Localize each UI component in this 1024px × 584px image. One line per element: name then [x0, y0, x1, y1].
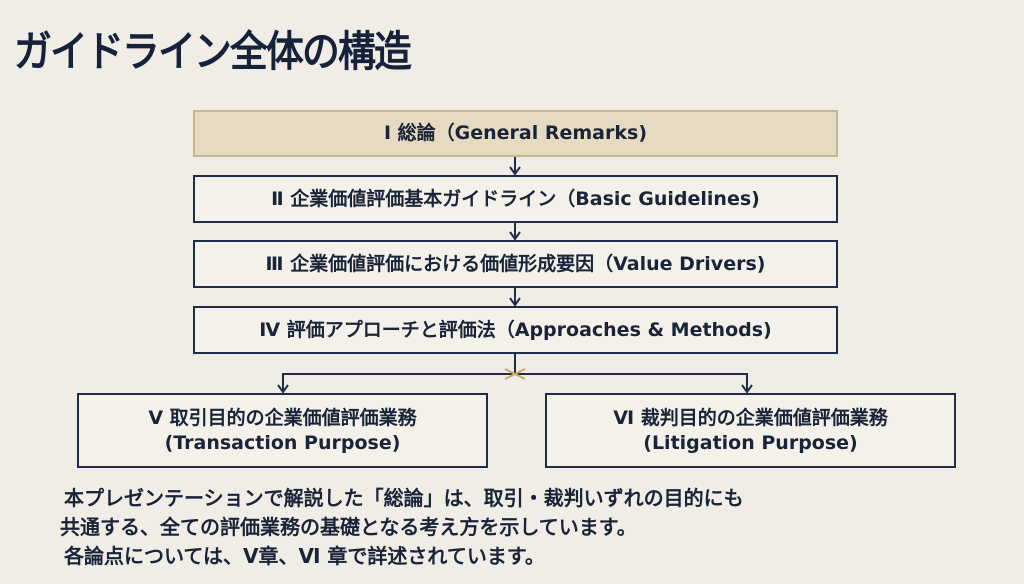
box-litigation-purpose: Ⅵ 裁判目的の企業価値評価業務 (Litigation Purpose) — [545, 393, 956, 468]
branch-line1: Ⅵ 裁判目的の企業価値評価業務 — [613, 406, 888, 429]
box-basic-guidelines: Ⅱ 企業価値評価基本ガイドライン（Basic Guidelines) — [193, 175, 838, 223]
page-title: ガイドライン全体の構造 — [14, 27, 412, 76]
summary-note: 本プレゼンテーションで解説した「総論」は、取引・裁判いずれの目的にも 共通する、… — [60, 484, 744, 571]
note-line: 本プレゼンテーションで解説した「総論」は、取引・裁判いずれの目的にも — [64, 486, 744, 510]
branch-line1: Ⅴ 取引目的の企業価値評価業務 — [148, 406, 417, 429]
branch-line2: (Litigation Purpose) — [643, 431, 858, 454]
box-transaction-purpose: Ⅴ 取引目的の企業価値評価業務 (Transaction Purpose) — [77, 393, 488, 468]
note-line: 各論点については、Ⅴ章、Ⅵ 章で詳述されています。 — [64, 544, 545, 568]
note-line: 共通する、全ての評価業務の基礎となる考え方を示しています。 — [60, 515, 637, 539]
box-general-remarks: Ⅰ 総論（General Remarks) — [193, 110, 838, 157]
box-approaches-methods: Ⅳ 評価アプローチと評価法（Approaches & Methods) — [193, 306, 838, 354]
branch-line2: (Transaction Purpose) — [164, 431, 401, 454]
box-value-drivers: Ⅲ 企業価値評価における価値形成要因（Value Drivers) — [193, 240, 838, 288]
